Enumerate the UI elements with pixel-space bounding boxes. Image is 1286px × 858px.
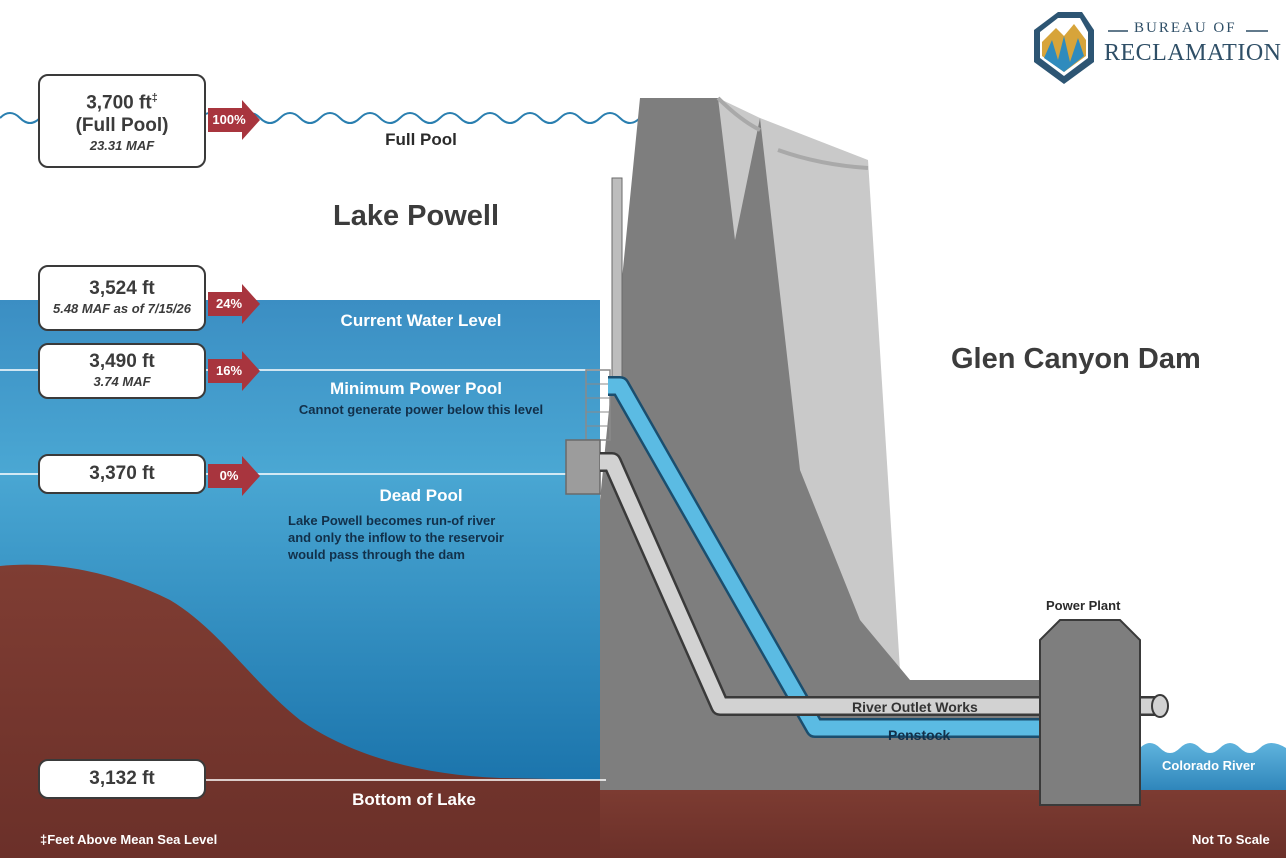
footnote-not-to-scale: Not To Scale bbox=[1192, 832, 1270, 847]
dead-pool-elevation: 3,370 ft bbox=[89, 463, 155, 484]
current-percent-arrow bbox=[208, 284, 260, 324]
logo-text-bureau: BUREAU OF bbox=[1134, 20, 1237, 36]
river-outlet-works-label: River Outlet Works bbox=[852, 699, 978, 715]
full-pool-volume: 23.31 MAF bbox=[89, 137, 155, 153]
current-percent: 24% bbox=[215, 296, 243, 311]
bottom-of-lake-label: Bottom of Lake bbox=[352, 790, 476, 809]
current-level-label: Current Water Level bbox=[340, 311, 502, 330]
dam-title: Glen Canyon Dam bbox=[951, 343, 1201, 375]
colorado-river-water bbox=[1100, 743, 1286, 790]
bottom-of-lake-box: 3,132 ft bbox=[38, 759, 206, 799]
current-level-box: 3,524 ft 5.48 MAF as of 7/15/26 bbox=[38, 265, 206, 331]
current-volume: 5.48 MAF as of 7/15/26 bbox=[52, 301, 191, 316]
footnote-mark: ‡ bbox=[151, 92, 158, 105]
power-plant-label: Power Plant bbox=[1046, 598, 1121, 613]
bottom-elevation: 3,132 ft bbox=[89, 768, 155, 789]
minimum-power-pool-box: 3,490 ft 3.74 MAF bbox=[38, 343, 206, 399]
current-elevation: 3,524 ft bbox=[89, 278, 155, 299]
full-pool-detail: (Full Pool) bbox=[75, 114, 169, 136]
bureau-of-reclamation-shield-logo bbox=[1034, 12, 1094, 84]
minimum-power-elevation: 3,490 ft bbox=[89, 351, 155, 372]
dead-pool-note: Lake Powell becomes run-of river and onl… bbox=[288, 513, 504, 562]
outlet-pipe-end bbox=[1151, 694, 1169, 718]
minimum-power-note: Cannot generate power below this level bbox=[298, 402, 544, 417]
full-pool-elevation-box: 3,700 ft‡ (Full Pool) 23.31 MAF bbox=[38, 74, 206, 168]
dam-body bbox=[600, 98, 1040, 790]
dead-pool-percent: 0% bbox=[219, 468, 239, 483]
full-pool-percent-arrow bbox=[208, 100, 260, 140]
minimum-power-pool-label: Minimum Power Pool bbox=[330, 379, 502, 398]
minimum-power-volume: 3.74 MAF bbox=[93, 374, 151, 389]
full-pool-label: Full Pool bbox=[385, 130, 457, 149]
lake-title: Lake Powell bbox=[333, 200, 500, 232]
dam-crest-highlight bbox=[716, 96, 869, 170]
dead-pool-box: 3,370 ft bbox=[38, 454, 206, 494]
full-pool-elevation: 3,700 ft bbox=[86, 92, 152, 114]
dead-pool-label: Dead Pool bbox=[379, 486, 463, 505]
colorado-river-label: Colorado River bbox=[1162, 758, 1256, 773]
minimum-power-percent: 16% bbox=[215, 363, 243, 378]
bottom-of-lake-line bbox=[206, 779, 606, 781]
dead-pool-percent-arrow bbox=[208, 456, 260, 496]
intake-grate-lower bbox=[565, 439, 601, 495]
penstock-label: Penstock bbox=[888, 727, 951, 743]
intake-rack bbox=[611, 177, 623, 379]
downstream-ground bbox=[600, 780, 1286, 858]
minimum-power-percent-arrow bbox=[208, 351, 260, 391]
footnote-msl: ‡Feet Above Mean Sea Level bbox=[40, 832, 218, 847]
logo-text-reclamation: RECLAMATION bbox=[1104, 40, 1282, 66]
full-pool-percent: 100% bbox=[212, 112, 246, 127]
power-plant-building bbox=[1039, 619, 1141, 806]
